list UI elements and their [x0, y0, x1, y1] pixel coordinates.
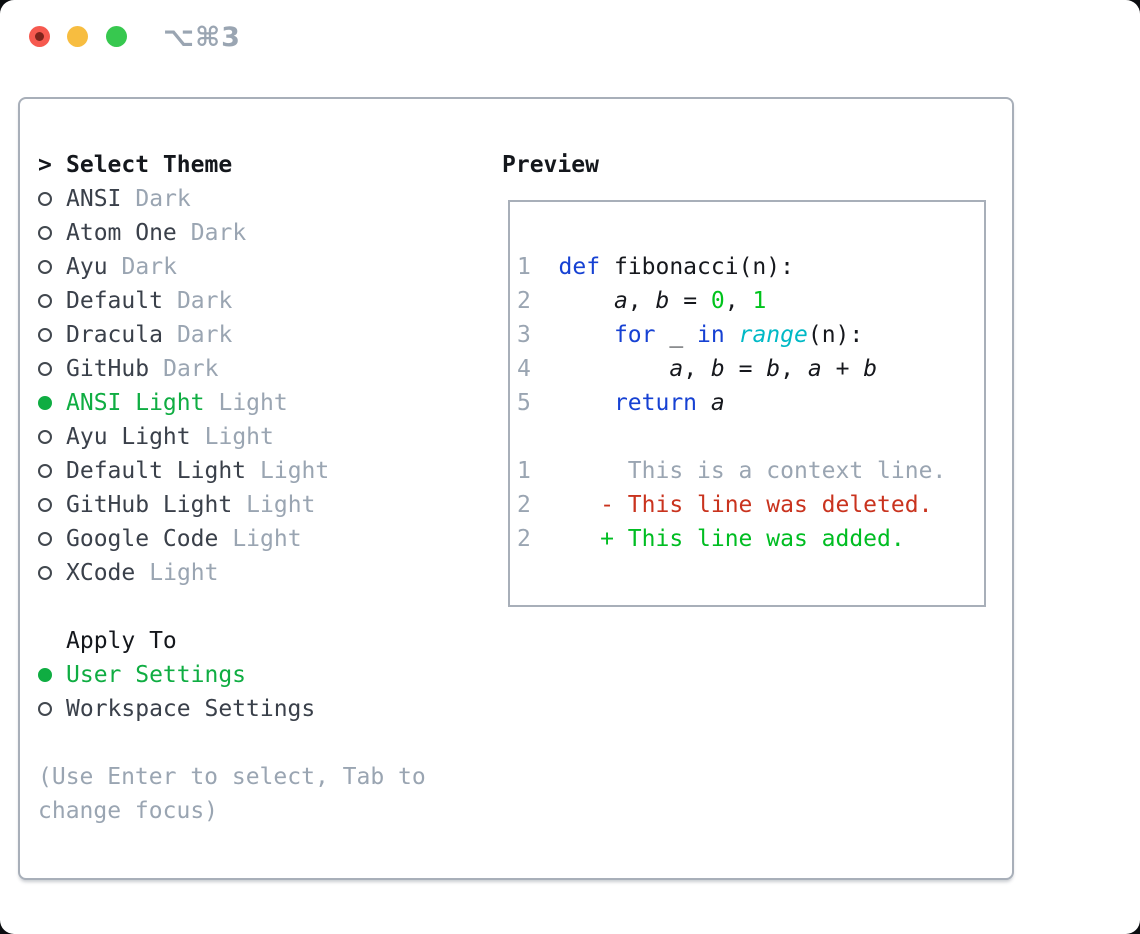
radio-unselected-icon: [38, 464, 52, 478]
hint-text-line1: (Use Enter to select, Tab to: [38, 764, 426, 790]
zoom-button[interactable]: [106, 26, 127, 47]
radio-unselected-icon: [38, 294, 52, 308]
radio-unselected-icon: [38, 532, 52, 546]
code-line: 4 a, b = b, a + b: [517, 356, 878, 382]
radio-unselected-icon: [38, 566, 52, 580]
radio-selected-icon: [38, 396, 52, 410]
diff-context-line: 1 This is a context line.: [517, 458, 947, 484]
radio-selected-icon: [38, 668, 52, 682]
radio-unselected-icon: [38, 702, 52, 716]
apply-to-title: Apply To: [66, 628, 177, 654]
code-line: 3 for _ in range(n):: [517, 322, 864, 348]
close-button[interactable]: [29, 26, 50, 47]
radio-unselected-icon: [38, 362, 52, 376]
preview-pane: 1 def fibonacci(n): 2 a, b = 0, 1 3 for …: [508, 200, 986, 607]
minimize-button[interactable]: [67, 26, 88, 47]
apply-option-user-settings[interactable]: User Settings: [38, 658, 478, 692]
code-line: 1 def fibonacci(n):: [517, 254, 794, 280]
code-line: 2 a, b = 0, 1: [517, 288, 767, 314]
apply-to-header: Apply To: [38, 624, 478, 658]
code-line: 5 return a: [517, 390, 725, 416]
select-theme-header: > Select Theme: [38, 148, 478, 182]
select-theme-title: Select Theme: [66, 152, 233, 178]
hint-text-line2: change focus): [38, 798, 219, 824]
radio-unselected-icon: [38, 226, 52, 240]
diff-deleted-line: 2 - This line was deleted.: [517, 492, 933, 518]
prompt-caret-icon: >: [38, 152, 52, 178]
radio-unselected-icon: [38, 498, 52, 512]
radio-unselected-icon: [38, 328, 52, 342]
keyboard-shortcut-label: ⌥⌘3: [163, 22, 241, 53]
radio-unselected-icon: [38, 192, 52, 206]
preview-title: Preview: [502, 152, 599, 178]
radio-unselected-icon: [38, 430, 52, 444]
apply-option-workspace-settings[interactable]: Workspace Settings: [38, 692, 478, 726]
diff-added-line: 2 + This line was added.: [517, 526, 905, 552]
radio-unselected-icon: [38, 260, 52, 274]
titlebar: ⌥⌘3: [0, 0, 1140, 70]
